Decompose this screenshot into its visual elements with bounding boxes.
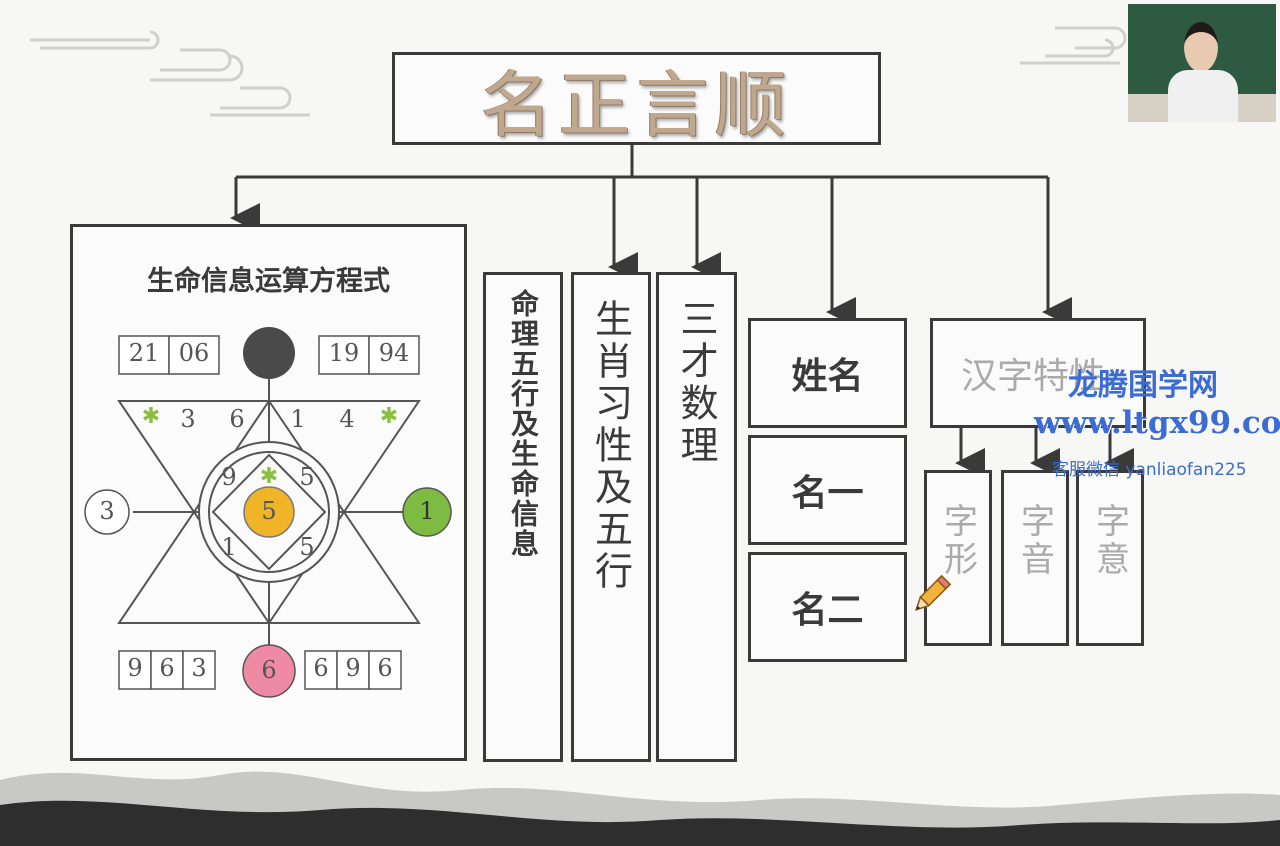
- ink-mountains: [0, 771, 1280, 846]
- equation-panel: 生命信息运算方程式: [70, 224, 467, 761]
- top-circle: [243, 327, 295, 379]
- triangle-number-2: 6: [229, 405, 245, 433]
- presenter-video[interactable]: [1128, 4, 1276, 122]
- bottom-circle: [242, 644, 296, 698]
- asterisk-center: ✱: [260, 464, 278, 489]
- bottom-right-cell-2: 9: [345, 654, 361, 682]
- presenter-body: [1168, 70, 1238, 122]
- hanzi-features-box: 汉字特性: [930, 318, 1146, 428]
- diamond-top-left: 9: [221, 463, 237, 491]
- equation-heading: 生命信息运算方程式: [147, 266, 390, 297]
- asterisk-right: ✱: [380, 404, 398, 429]
- column-sancai: 三才数理: [656, 272, 737, 762]
- name-box-first: 名一: [748, 435, 907, 545]
- center-circle: [243, 486, 295, 538]
- right-circle-number: 1: [419, 497, 435, 525]
- right-circle: [402, 487, 452, 537]
- bottom-right-cell-1: 6: [313, 654, 329, 682]
- top-right-cell-1: 19: [328, 339, 360, 367]
- equation-diagram: ✱ ✱ ✱: [84, 327, 452, 698]
- diamond-bottom-left: 1: [221, 533, 237, 561]
- cloud-decoration: [30, 30, 310, 117]
- name-box-surname: 姓名: [748, 318, 907, 428]
- diamond-bottom-right: 5: [299, 533, 315, 561]
- top-left-cell-1: 21: [128, 339, 160, 367]
- triangle-number-1: 3: [180, 405, 196, 433]
- pencil-cursor-icon: [914, 574, 952, 612]
- bottom-left-cell-2: 6: [159, 654, 175, 682]
- bottom-circle-number: 6: [261, 656, 277, 684]
- triangle-number-3: 1: [290, 405, 306, 433]
- top-circle-number: 8: [262, 339, 276, 364]
- presenter-head: [1184, 22, 1218, 72]
- diamond-top-right: 5: [299, 463, 315, 491]
- name-box-second: 名二: [748, 552, 907, 662]
- top-right-cell-2: 94: [378, 339, 410, 367]
- hanzi-meaning-box: 字意: [1076, 470, 1144, 646]
- cloud-decoration-right: [1020, 26, 1127, 65]
- bottom-right-cell-3: 6: [377, 654, 393, 682]
- bottom-left-cell-1: 9: [127, 654, 143, 682]
- left-circle-number: 3: [99, 497, 115, 525]
- hanzi-sound-box: 字音: [1001, 470, 1069, 646]
- column-mingli: 命理五行及生命信息: [483, 272, 563, 762]
- watermark-note: 客服微信 yanliaofan225: [1052, 460, 1247, 480]
- left-circle: [84, 489, 130, 535]
- column-shengxiao: 生肖习性及五行: [571, 272, 651, 762]
- center-number: 5: [261, 497, 277, 525]
- asterisk-left: ✱: [142, 404, 160, 429]
- page-title: 名正言顺: [392, 52, 881, 147]
- hanzi-shape-box: 字形: [924, 470, 992, 646]
- bottom-left-cell-3: 3: [191, 654, 207, 682]
- watermark-brand: 龙腾国学网: [1068, 368, 1218, 403]
- watermark-url[interactable]: www.ltgx99.com: [1034, 405, 1280, 441]
- top-left-cell-2: 06: [178, 339, 210, 367]
- triangle-number-4: 4: [339, 405, 355, 433]
